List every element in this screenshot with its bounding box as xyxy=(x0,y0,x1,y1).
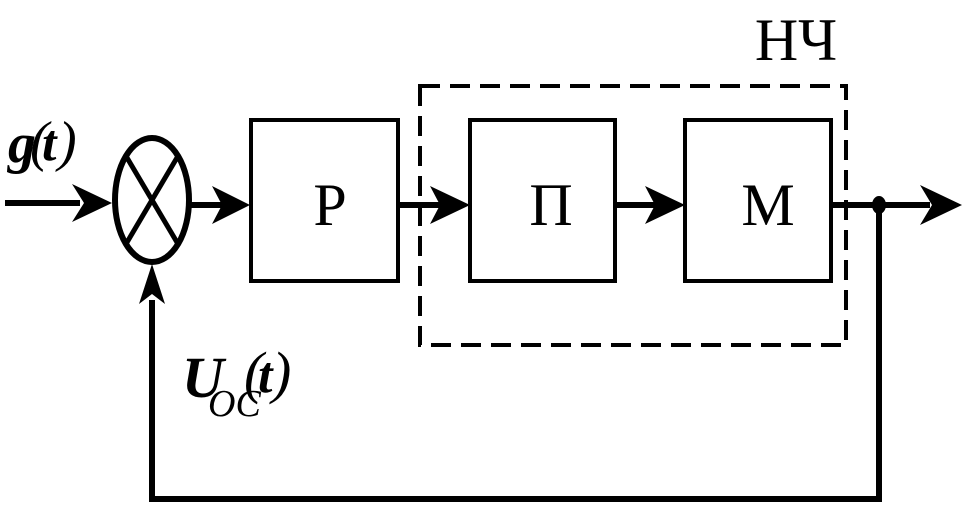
converter-label: П xyxy=(529,172,572,238)
svg-text:ОС: ОС xyxy=(208,383,261,425)
svg-text:): ) xyxy=(55,111,77,173)
svg-text:(: ( xyxy=(30,111,52,173)
feedback-arrowhead xyxy=(139,264,165,304)
summing-junction xyxy=(112,135,192,265)
converter-block xyxy=(468,118,617,283)
feedback-signal-label: U ОС ( t ) xyxy=(182,340,291,425)
motor-block xyxy=(683,118,833,283)
svg-text:g: g xyxy=(6,113,36,175)
regulator-block xyxy=(249,118,400,283)
output-arrowhead xyxy=(920,185,962,225)
group-label: НЧ xyxy=(755,7,837,73)
input-arrowhead xyxy=(72,184,112,222)
regulator-to-converter-arrowhead xyxy=(430,186,470,224)
svg-text:t: t xyxy=(258,347,274,404)
sum-to-regulator-arrowhead xyxy=(212,186,250,224)
svg-text:): ) xyxy=(269,340,291,405)
svg-text:(: ( xyxy=(244,340,267,405)
input-signal-label: g ( t ) xyxy=(6,111,77,175)
feedback-path-line xyxy=(149,205,882,502)
svg-text:t: t xyxy=(42,115,58,172)
control-object-group xyxy=(418,84,848,347)
converter-to-motor-arrowhead xyxy=(645,186,685,224)
motor-label: М xyxy=(741,172,794,238)
svg-text:U: U xyxy=(182,345,227,410)
regulator-label: Р xyxy=(313,172,346,238)
